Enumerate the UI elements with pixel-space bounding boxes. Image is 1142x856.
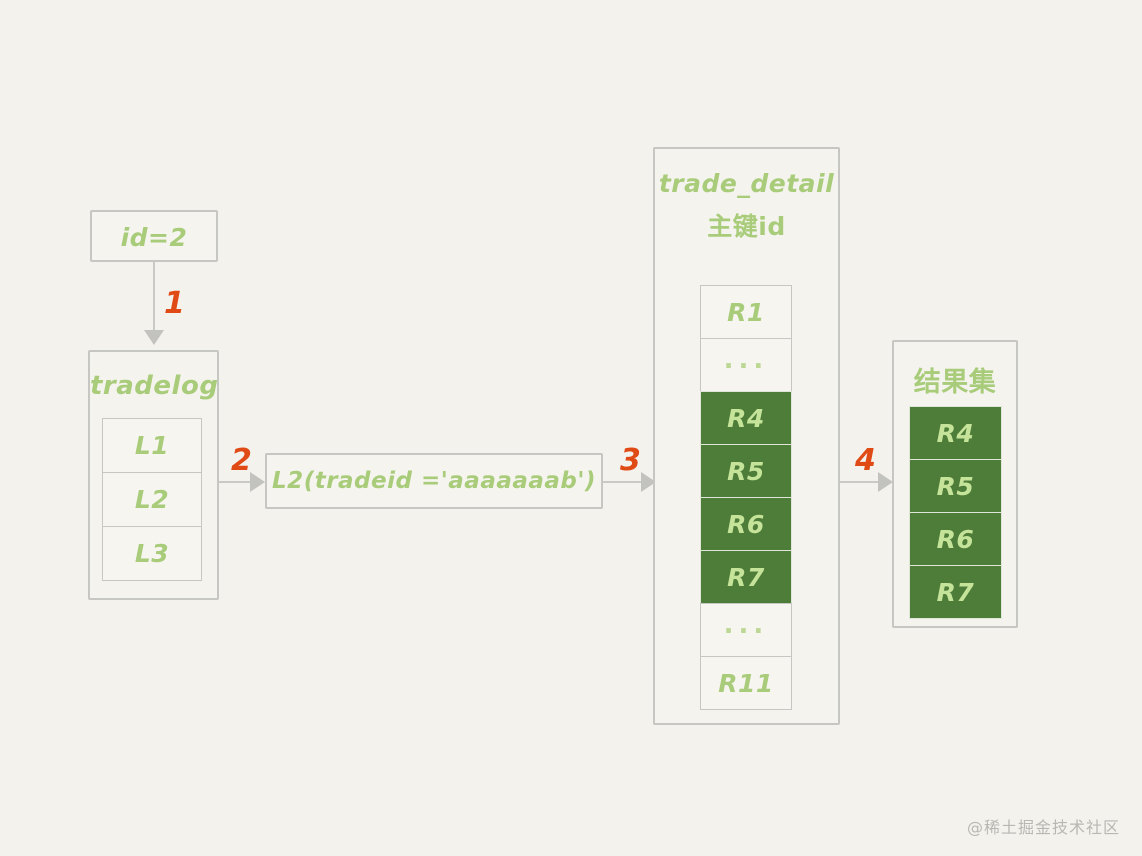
trade-detail-ellipsis-label: ... xyxy=(723,344,769,375)
node-trade-detail-title-line2: 主键id xyxy=(707,212,786,241)
connector-2-line xyxy=(219,481,257,483)
trade-detail-row: R1 xyxy=(700,285,792,339)
connector-3-line xyxy=(603,481,648,483)
result-set-row-label: R5 xyxy=(936,471,975,501)
node-trade-detail: trade_detail 主键id R1 ... R4 R5 R6 R7 ... xyxy=(653,147,840,725)
trade-detail-row-label: R5 xyxy=(727,456,765,486)
result-set-row: R6 xyxy=(909,512,1002,566)
result-set-row-label: R6 xyxy=(936,524,975,554)
trade-detail-row-highlighted: R6 xyxy=(700,497,792,551)
watermark: @稀土掘金技术社区 xyxy=(966,818,1120,837)
step-label-4: 4 xyxy=(855,443,876,478)
result-set-row: R7 xyxy=(909,565,1002,619)
trade-detail-row-label: R11 xyxy=(718,668,774,698)
step-label-3: 3 xyxy=(620,443,641,478)
connector-4-arrowhead xyxy=(878,472,893,492)
trade-detail-row-label: R6 xyxy=(727,509,765,539)
tradelog-row-label: L1 xyxy=(134,431,170,460)
node-trade-detail-title-line1: trade_detail xyxy=(658,169,835,198)
tradelog-row: L2 xyxy=(102,472,202,527)
tradelog-row: L1 xyxy=(102,418,202,473)
result-set-row-label: R7 xyxy=(936,577,975,607)
node-lookup-key: L2(tradeid ='aaaaaaab') xyxy=(265,453,603,509)
tradelog-row-label: L2 xyxy=(134,485,170,514)
connector-1-arrowhead xyxy=(144,330,164,345)
trade-detail-row: R11 xyxy=(700,656,792,710)
trade-detail-row-highlighted: R7 xyxy=(700,550,792,604)
result-set-row-label: R4 xyxy=(936,418,975,448)
trade-detail-ellipsis: ... xyxy=(700,338,792,392)
trade-detail-row-label: R4 xyxy=(727,403,765,433)
trade-detail-ellipsis-label: ... xyxy=(723,609,769,640)
result-set-row: R5 xyxy=(909,459,1002,513)
trade-detail-row-highlighted: R4 xyxy=(700,391,792,445)
connector-1-line xyxy=(153,262,155,332)
tradelog-row-label: L3 xyxy=(134,539,170,568)
trade-detail-row-highlighted: R5 xyxy=(700,444,792,498)
connector-3-arrowhead xyxy=(641,472,656,492)
node-lookup-key-label: L2(tradeid ='aaaaaaab') xyxy=(272,468,596,494)
node-tradelog-title: tradelog xyxy=(90,371,219,401)
result-set-row: R4 xyxy=(909,406,1002,460)
step-label-1: 1 xyxy=(164,286,185,321)
trade-detail-ellipsis: ... xyxy=(700,603,792,657)
trade-detail-row-label: R7 xyxy=(727,562,765,592)
node-result-set-title: 结果集 xyxy=(913,367,997,398)
connector-4-line xyxy=(840,481,886,483)
node-id-filter: id=2 xyxy=(90,210,218,262)
trade-detail-row-label: R1 xyxy=(727,297,765,327)
step-label-2: 2 xyxy=(231,443,252,478)
node-id-filter-label: id=2 xyxy=(120,223,188,252)
node-result-set: 结果集 R4 R5 R6 R7 xyxy=(892,340,1018,628)
node-tradelog: tradelog L1 L2 L3 xyxy=(88,350,219,600)
tradelog-row: L3 xyxy=(102,526,202,581)
connector-2-arrowhead xyxy=(250,472,265,492)
